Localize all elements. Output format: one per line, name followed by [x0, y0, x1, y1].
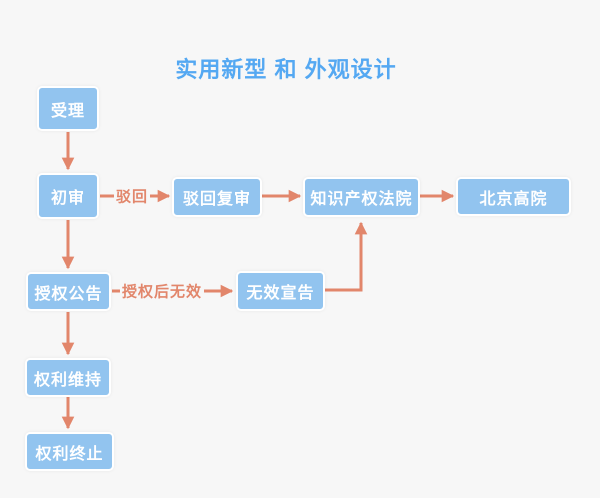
node-preliminary-examination: 初审 [37, 173, 99, 219]
node-ip-court: 知识产权法院 [303, 177, 420, 217]
node-rejection-reexamination: 驳回复审 [172, 177, 262, 217]
edge-label-rejection: 驳回 [113, 185, 151, 207]
node-beijing-high-court: 北京高院 [456, 177, 571, 216]
node-acceptance: 受理 [37, 86, 99, 131]
node-right-maintained: 权利维持 [25, 358, 111, 397]
diagram-title: 实用新型 和 外观设计 [175, 57, 397, 82]
node-invalidation-declaration: 无效宣告 [236, 271, 325, 311]
edge-label-invalid-after-grant: 授权后无效 [119, 280, 205, 302]
node-grant-announcement: 授权公告 [26, 272, 111, 311]
edge-invalidation-to-ip-court-arrow [325, 221, 368, 292]
node-right-terminated: 权利终止 [25, 432, 114, 471]
